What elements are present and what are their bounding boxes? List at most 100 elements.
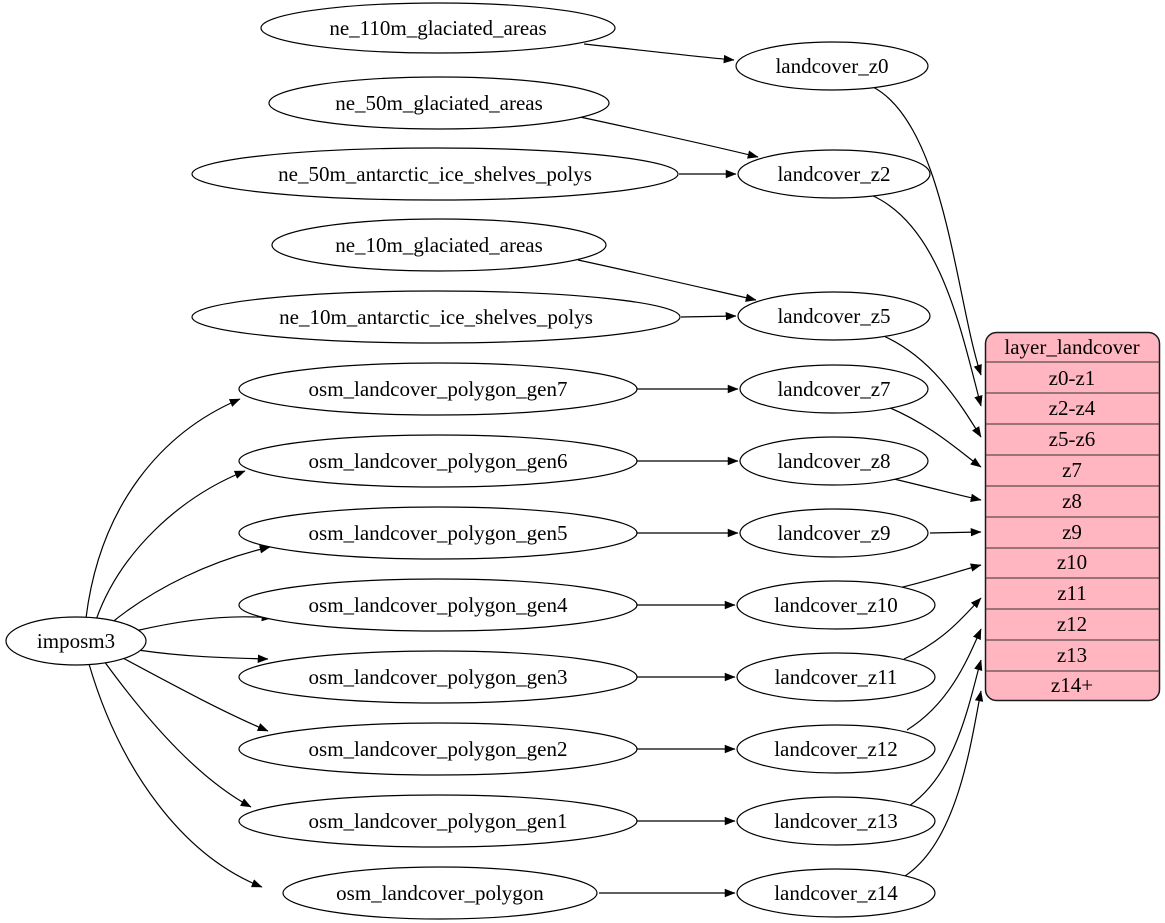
- node-landcover-z13-shape: [736, 796, 936, 846]
- node-ne-10m-glaciated-areas: ne_10m_glaciated_areas: [271, 218, 607, 272]
- node-osm-landcover-polygon-gen7-shape: [238, 362, 638, 416]
- edge-landcover_z0-row-z0-z1: [872, 86, 982, 376]
- node-osm-landcover-polygon-gen5: osm_landcover_polygon_gen5: [238, 506, 638, 560]
- record-row-z11: z11: [1057, 581, 1087, 605]
- edge-ne_10m_glaciated_areas-landcover_z5: [577, 259, 757, 302]
- record-row-z14plus: z14+: [1051, 673, 1093, 697]
- edge-imposm3-osm_landcover_polygon_gen2: [120, 656, 269, 732]
- node-landcover-z12-label: landcover_z12: [774, 737, 898, 761]
- node-osm-landcover-polygon-gen1-shape: [238, 794, 638, 848]
- edge-ne_10m_antarctic_ice_shelves_polys-landcover_z5: [680, 311, 737, 321]
- node-ne-10m-glaciated-areas-label: ne_10m_glaciated_areas: [335, 233, 543, 257]
- edge-landcover_z9-row-z9: [929, 527, 982, 537]
- node-landcover-z10-label: landcover_z10: [774, 593, 898, 617]
- node-landcover-z5-label: landcover_z5: [777, 304, 890, 328]
- node-ne-10m-antarctic-ice-shelves-polys: ne_10m_antarctic_ice_shelves_polys: [191, 290, 681, 344]
- node-landcover-z9-label: landcover_z9: [777, 521, 890, 545]
- node-osm-landcover-polygon-gen7: osm_landcover_polygon_gen7: [238, 362, 638, 416]
- node-osm-landcover-polygon-gen6: osm_landcover_polygon_gen6: [238, 434, 638, 488]
- node-landcover-z2-label: landcover_z2: [777, 162, 890, 186]
- node-osm-landcover-polygon-gen5-label: osm_landcover_polygon_gen5: [309, 521, 568, 545]
- node-osm-landcover-polygon-gen2-shape: [238, 722, 638, 776]
- node-imposm3-label: imposm3: [37, 629, 115, 653]
- node-ne-10m-antarctic-ice-shelves-polys-label: ne_10m_antarctic_ice_shelves_polys: [279, 305, 593, 329]
- node-landcover-z10-shape: [736, 580, 936, 630]
- node-landcover-z7-label: landcover_z7: [777, 377, 890, 401]
- record-row-z8: z8: [1062, 489, 1082, 513]
- node-landcover-z11: landcover_z11: [736, 652, 936, 702]
- node-ne-50m-antarctic-ice-shelves-polys-label: ne_50m_antarctic_ice_shelves_polys: [278, 162, 592, 186]
- node-osm-landcover-polygon-gen1: osm_landcover_polygon_gen1: [238, 794, 638, 848]
- node-landcover-z7: landcover_z7: [739, 364, 929, 414]
- node-osm-landcover-polygon-gen2: osm_landcover_polygon_gen2: [238, 722, 638, 776]
- node-landcover-z7-shape: [739, 364, 929, 414]
- node-osm-landcover-polygon-gen6-label: osm_landcover_polygon_gen6: [309, 449, 568, 473]
- node-osm-landcover-polygon-gen1-label: osm_landcover_polygon_gen1: [309, 809, 568, 833]
- edge-imposm3-osm_landcover_polygon_gen1: [103, 660, 252, 808]
- node-layer-landcover: layer_landcover z0-z1 z2-z4 z5-z6 z7 z8 …: [984, 331, 1161, 702]
- node-landcover-z10: landcover_z10: [736, 580, 936, 630]
- record-row-z0-z1: z0-z1: [1049, 366, 1096, 390]
- edge-landcover_z13-row-z13: [908, 659, 983, 807]
- node-landcover-z14: landcover_z14: [736, 868, 936, 918]
- node-ne-10m-glaciated-areas-shape: [271, 218, 607, 272]
- node-landcover-z8-shape: [739, 436, 929, 486]
- node-landcover-z2-shape: [737, 149, 931, 199]
- record-row-z7: z7: [1062, 458, 1082, 482]
- edge-landcover_z5-row-z5-z6: [878, 333, 982, 438]
- edge-landcover_z8-row-z8: [893, 478, 982, 503]
- node-osm-landcover-polygon-gen3-label: osm_landcover_polygon_gen3: [309, 665, 568, 689]
- node-landcover-z0-shape: [735, 41, 929, 91]
- node-osm-landcover-polygon-label: osm_landcover_polygon: [336, 881, 544, 905]
- record-row-z5-z6: z5-z6: [1049, 427, 1096, 451]
- record-row-z2-z4: z2-z4: [1049, 396, 1096, 420]
- node-landcover-z12: landcover_z12: [736, 724, 936, 774]
- node-landcover-z5: landcover_z5: [737, 291, 931, 341]
- node-landcover-z14-shape: [736, 868, 936, 918]
- node-landcover-z12-shape: [736, 724, 936, 774]
- node-ne-10m-antarctic-ice-shelves-polys-shape: [191, 290, 681, 344]
- node-ne-50m-glaciated-areas-shape: [268, 76, 610, 130]
- node-ne-50m-glaciated-areas: ne_50m_glaciated_areas: [268, 76, 610, 130]
- record-title: layer_landcover: [1004, 335, 1139, 359]
- node-landcover-z11-shape: [736, 652, 936, 702]
- edge-ne_50m_glaciated_areas-landcover_z2: [579, 116, 759, 159]
- node-landcover-z5-shape: [737, 291, 931, 341]
- node-landcover-z13-label: landcover_z13: [774, 809, 898, 833]
- edge-imposm3-osm_landcover_polygon_gen5: [109, 545, 271, 625]
- record-row-z9: z9: [1062, 520, 1082, 544]
- edge-imposm3-osm_landcover_polygon_gen7: [85, 398, 241, 619]
- record-row-z10: z10: [1057, 550, 1087, 574]
- edge-imposm3-osm_landcover_polygon_gen4: [134, 612, 273, 632]
- node-landcover-z11-label: landcover_z11: [775, 665, 898, 689]
- node-landcover-z8: landcover_z8: [739, 436, 929, 486]
- node-landcover-z13: landcover_z13: [736, 796, 936, 846]
- node-landcover-z0: landcover_z0: [735, 41, 929, 91]
- edge-landcover_z7-row-z7: [887, 406, 982, 468]
- node-osm-landcover-polygon-gen4-shape: [238, 578, 638, 632]
- node-landcover-z8-label: landcover_z8: [777, 449, 890, 473]
- edge-ne_110m_glaciated_areas-landcover_z0: [583, 43, 735, 64]
- node-osm-landcover-polygon-gen5-shape: [238, 506, 638, 560]
- node-osm-landcover-polygon-shape: [282, 866, 598, 920]
- node-osm-landcover-polygon-gen3-shape: [238, 650, 638, 704]
- node-ne-110m-glaciated-areas: ne_110m_glaciated_areas: [260, 2, 616, 54]
- node-osm-landcover-polygon-gen6-shape: [238, 434, 638, 488]
- node-ne-50m-glaciated-areas-label: ne_50m_glaciated_areas: [335, 91, 543, 115]
- edge-imposm3-osm_landcover_polygon: [88, 663, 263, 888]
- node-osm-landcover-polygon-gen2-label: osm_landcover_polygon_gen2: [309, 737, 568, 761]
- record-row-z13: z13: [1057, 643, 1087, 667]
- node-landcover-z9-shape: [739, 508, 929, 558]
- edge-landcover_z14-row-z14plus: [904, 690, 984, 877]
- edge-landcover_z12-row-z12: [906, 628, 982, 731]
- node-imposm3-shape: [5, 616, 147, 666]
- edge-landcover_z11-row-z11: [903, 597, 982, 660]
- node-landcover-z9: landcover_z9: [739, 508, 929, 558]
- node-osm-landcover-polygon: osm_landcover_polygon: [282, 866, 598, 920]
- node-ne-110m-glaciated-areas-shape: [260, 2, 616, 54]
- node-ne-50m-antarctic-ice-shelves-polys: ne_50m_antarctic_ice_shelves_polys: [191, 147, 679, 201]
- node-osm-landcover-polygon-gen4: osm_landcover_polygon_gen4: [238, 578, 638, 632]
- node-osm-landcover-polygon-gen3: osm_landcover_polygon_gen3: [238, 650, 638, 704]
